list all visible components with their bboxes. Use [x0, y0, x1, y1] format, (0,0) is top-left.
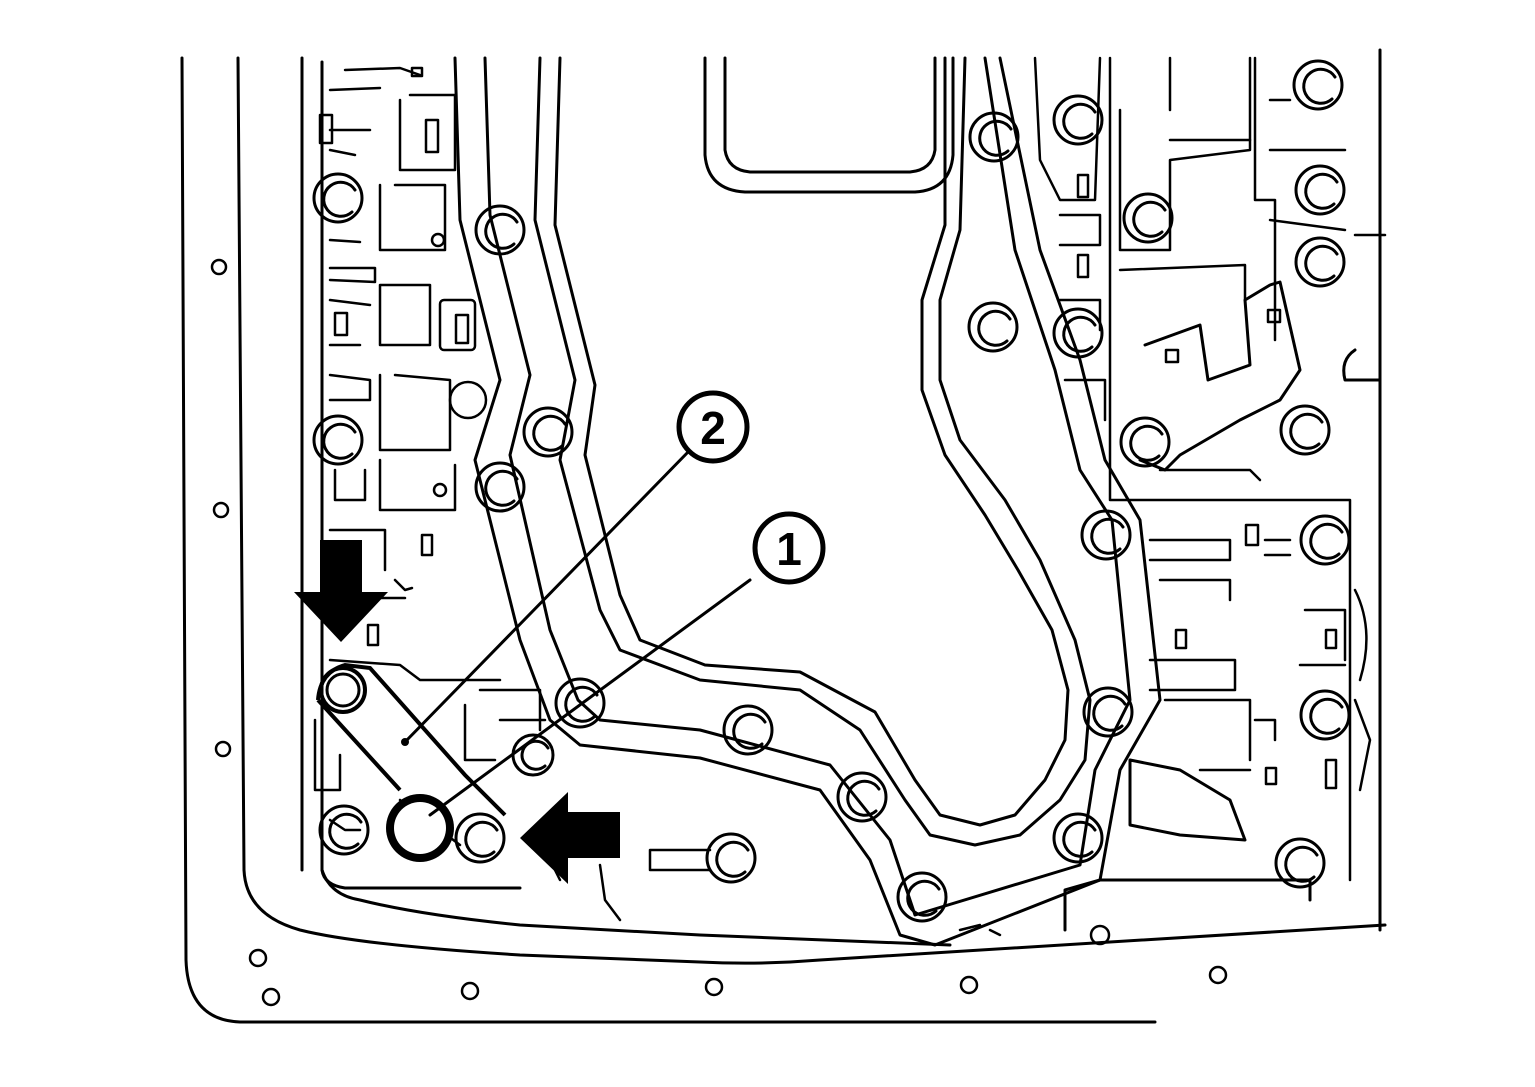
bolt: [968, 111, 1020, 163]
callout-2: 2: [676, 390, 750, 464]
bolt: [836, 771, 888, 823]
pan-bolt-holes: [210, 258, 1228, 1007]
bolt: [1122, 192, 1174, 244]
bolt: [1294, 164, 1346, 216]
callout-1-label: 1: [776, 523, 802, 575]
bolt: [1292, 59, 1344, 111]
bolt: [1274, 837, 1326, 889]
bolt: [1119, 416, 1171, 468]
arrow-left-icon: [520, 792, 620, 884]
bolt: [474, 204, 526, 256]
bolt: [554, 677, 606, 729]
lower-linkage: [548, 848, 1002, 937]
arrow-down-icon: [294, 540, 388, 642]
bolt: [1294, 236, 1346, 288]
bolt: [1299, 689, 1351, 741]
bolt: [1052, 307, 1104, 359]
bolt: [312, 172, 364, 224]
bolt: [318, 804, 370, 856]
bolt: [896, 871, 948, 923]
bolt: [1052, 812, 1104, 864]
valve-body-plate: [320, 48, 1382, 947]
bolt: [722, 704, 774, 756]
bolt: [1082, 686, 1134, 738]
bolt: [1052, 94, 1104, 146]
bolt: [312, 414, 364, 466]
bolt: [967, 301, 1019, 353]
bolts: [312, 59, 1351, 923]
right-valve-channels: [1033, 56, 1387, 882]
leader-lines: [403, 448, 752, 817]
callout-1: 1: [752, 511, 826, 585]
oil-pan-outline: [180, 56, 1387, 1024]
bolt: [474, 461, 526, 513]
bolt: [705, 832, 757, 884]
bolt: [1279, 404, 1331, 456]
bolt: [1299, 514, 1351, 566]
callout-2-label: 2: [700, 402, 726, 454]
bolt: [522, 406, 574, 458]
bolt: [1080, 509, 1132, 561]
left-valve-channels: [313, 66, 547, 832]
